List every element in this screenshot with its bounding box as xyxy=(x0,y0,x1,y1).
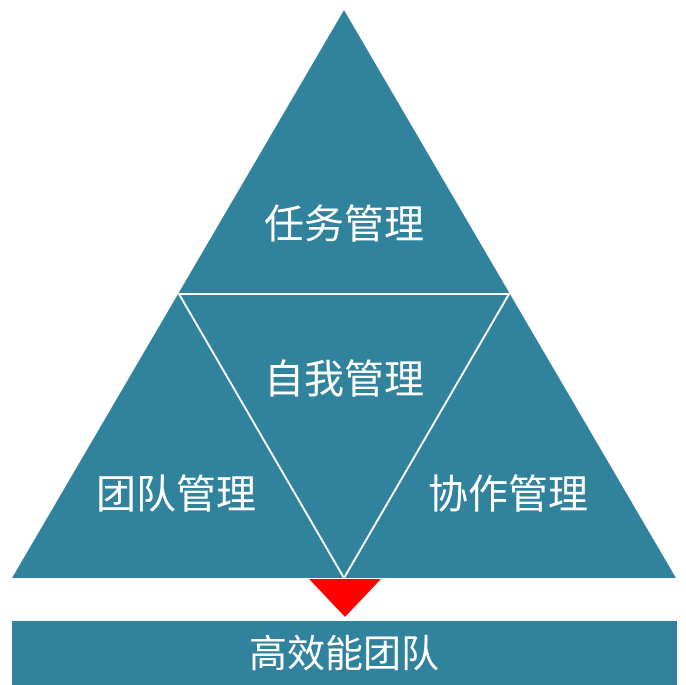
inner-inverted-triangle xyxy=(177,293,511,580)
result-bar xyxy=(12,621,677,685)
center-section-label: 自我管理 xyxy=(264,357,424,403)
top-section-label: 任务管理 xyxy=(264,202,424,248)
result-label: 高效能团队 xyxy=(249,632,439,676)
left-section-label: 团队管理 xyxy=(96,472,256,518)
down-arrow-icon xyxy=(309,579,381,617)
right-section-label: 协作管理 xyxy=(428,472,588,518)
